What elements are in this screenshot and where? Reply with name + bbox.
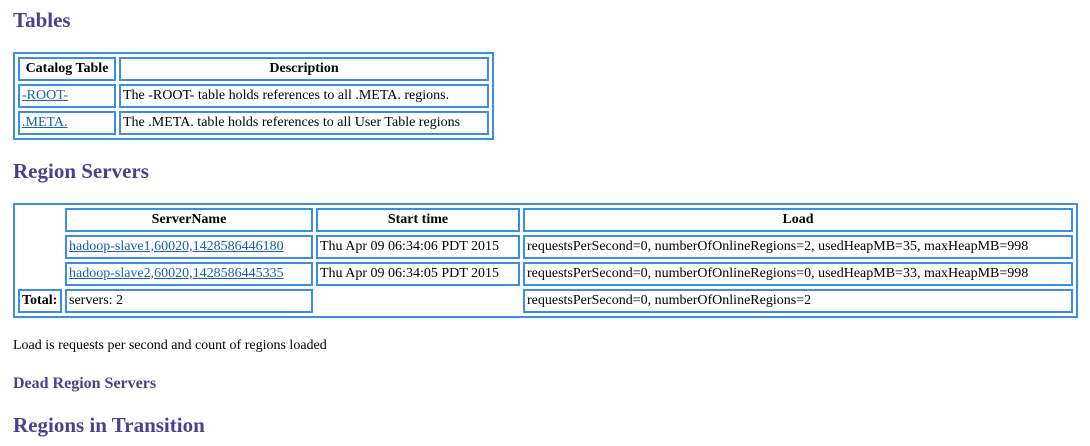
empty-cell [18, 235, 62, 259]
description-header: Description [119, 57, 489, 81]
root-table-link[interactable]: -ROOT- [22, 88, 69, 103]
total-load-cell: requestsPerSecond=0, numberOfOnlineRegio… [523, 289, 1073, 313]
server-name-cell: hadoop-slave1,60020,1428586446180 [65, 235, 313, 259]
empty-cell [18, 262, 62, 286]
table-row: hadoop-slave1,60020,1428586446180 Thu Ap… [18, 235, 1073, 259]
table-header-row: Catalog Table Description [18, 57, 489, 81]
server-link-slave1[interactable]: hadoop-slave1,60020,1428586446180 [69, 239, 284, 254]
server-name-header: ServerName [65, 208, 313, 232]
description-cell: The -ROOT- table holds references to all… [119, 84, 489, 108]
catalog-tables-table: Catalog Table Description -ROOT- The -RO… [13, 52, 494, 140]
empty-cell [316, 289, 520, 313]
load-header: Load [523, 208, 1073, 232]
table-header-row: ServerName Start time Load [18, 208, 1073, 232]
regions-in-transition-heading: Regions in Transition [13, 413, 205, 437]
region-servers-heading: Region Servers [13, 159, 149, 183]
catalog-table-cell: -ROOT- [18, 84, 116, 108]
start-time-cell: Thu Apr 09 06:34:05 PDT 2015 [316, 262, 520, 286]
table-row: hadoop-slave2,60020,1428586445335 Thu Ap… [18, 262, 1073, 286]
region-servers-table: ServerName Start time Load hadoop-slave1… [13, 203, 1078, 318]
total-servers-cell: servers: 2 [65, 289, 313, 313]
start-time-cell: Thu Apr 09 06:34:06 PDT 2015 [316, 235, 520, 259]
load-cell: requestsPerSecond=0, numberOfOnlineRegio… [523, 235, 1073, 259]
description-cell: The .META. table holds references to all… [119, 111, 489, 135]
load-cell: requestsPerSecond=0, numberOfOnlineRegio… [523, 262, 1073, 286]
tables-heading: Tables [13, 8, 71, 32]
server-link-slave2[interactable]: hadoop-slave2,60020,1428586445335 [69, 266, 284, 281]
meta-table-link[interactable]: .META. [22, 115, 68, 130]
table-row: .META. The .META. table holds references… [18, 111, 489, 135]
start-time-header: Start time [316, 208, 520, 232]
load-note: Load is requests per second and count of… [13, 338, 327, 353]
total-label-cell: Total: [18, 289, 62, 313]
dead-region-servers-heading: Dead Region Servers [13, 375, 157, 392]
total-row: Total: servers: 2 requestsPerSecond=0, n… [18, 289, 1073, 313]
catalog-table-cell: .META. [18, 111, 116, 135]
catalog-table-header: Catalog Table [18, 57, 116, 81]
table-row: -ROOT- The -ROOT- table holds references… [18, 84, 489, 108]
empty-header-cell [18, 208, 62, 232]
server-name-cell: hadoop-slave2,60020,1428586445335 [65, 262, 313, 286]
